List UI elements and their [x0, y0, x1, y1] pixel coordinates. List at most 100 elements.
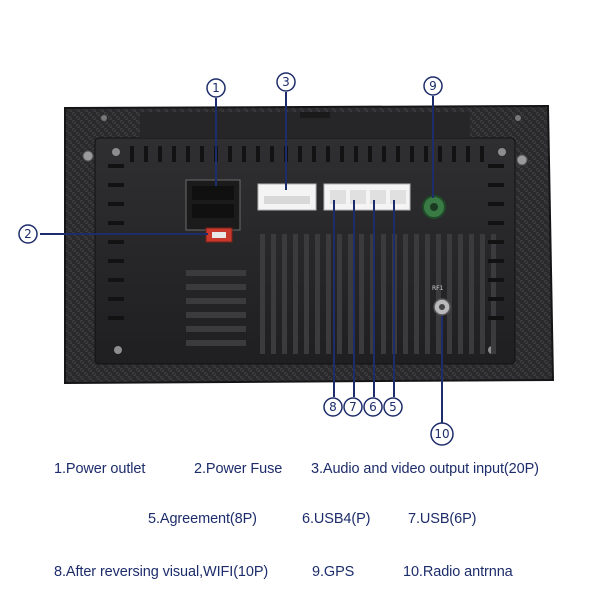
legend-item-8: 8.After reversing visual,WIFI(10P): [54, 564, 269, 580]
heatsink-fin: [381, 234, 386, 354]
gps-connector: [422, 195, 446, 219]
heatsink-fin: [436, 234, 441, 354]
vent-slot: [186, 146, 190, 162]
legend-row-3: 8.After reversing visual,WIFI(10P) 9.GPS…: [0, 564, 600, 588]
vent-slot: [488, 202, 504, 206]
vent-slot: [242, 146, 246, 162]
callout-1: 1: [212, 81, 220, 95]
vent-slot: [396, 146, 400, 162]
vent-slot: [172, 146, 176, 162]
heatsink-fin: [186, 298, 246, 304]
vent-slot: [488, 164, 504, 168]
callout-5: 5: [389, 400, 397, 414]
vent-slot: [228, 146, 232, 162]
callout-circles: [18, 72, 454, 446]
vent-slot: [368, 146, 372, 162]
heatsink-fin: [458, 234, 463, 354]
heatsink-fin: [425, 234, 430, 354]
vent-slot: [488, 297, 504, 301]
legend-item-2: 2.Power Fuse: [194, 461, 283, 477]
power-fuse: [205, 227, 233, 243]
vent-slot: [452, 146, 456, 162]
multi-connector-block: [323, 183, 411, 211]
vent-slot: [410, 146, 414, 162]
vent-slot: [488, 221, 504, 225]
vent-slot: [488, 278, 504, 282]
vent-slots: [108, 146, 504, 320]
vent-slot: [488, 259, 504, 263]
callout-3: 3: [282, 75, 290, 89]
legend-item-7: 7.USB(6P): [408, 511, 477, 527]
vent-slot: [158, 146, 162, 162]
heatsink-fin: [282, 234, 287, 354]
vent-slot: [424, 146, 428, 162]
power-outlet-connector: [185, 179, 241, 231]
legend-item-10: 10.Radio antrnna: [403, 564, 513, 580]
heatsink-fin: [326, 234, 331, 354]
callout-9: 9: [429, 79, 437, 93]
heatsink-fin: [414, 234, 419, 354]
vent-slot: [298, 146, 302, 162]
vent-slot: [108, 183, 124, 187]
callout-7: 7: [349, 400, 357, 414]
callout-10: 10: [434, 427, 449, 441]
vent-slot: [256, 146, 260, 162]
heatsink-fin: [186, 326, 246, 332]
leader-lines: [40, 92, 443, 423]
legend-item-5: 5.Agreement(8P): [148, 511, 257, 527]
heatsink-fin: [469, 234, 474, 354]
vent-slot: [108, 297, 124, 301]
vent-slot: [108, 278, 124, 282]
device-label: RF1: [432, 285, 444, 292]
screw-icon: [82, 115, 528, 354]
legend-item-9: 9.GPS: [312, 564, 355, 580]
radio-antenna-connector: RF1: [432, 285, 451, 316]
vent-slot: [326, 146, 330, 162]
vent-slot: [354, 146, 358, 162]
heatsink-fin: [480, 234, 485, 354]
heatsink-fin: [260, 234, 265, 354]
heatsink-fin: [271, 234, 276, 354]
vent-slot: [108, 164, 124, 168]
vent-slot: [130, 146, 134, 162]
vent-slot: [480, 146, 484, 162]
legend-row-2: 5.Agreement(8P) 6.USB4(P) 7.USB(6P): [0, 511, 600, 535]
vent-slot: [108, 240, 124, 244]
vent-slot: [108, 316, 124, 320]
vent-slot: [108, 202, 124, 206]
vent-slot: [466, 146, 470, 162]
vent-slot: [270, 146, 274, 162]
vent-slot: [488, 183, 504, 187]
vent-slot: [144, 146, 148, 162]
vent-slot: [108, 259, 124, 263]
heatsink-fin: [186, 312, 246, 318]
heatsink-fin: [403, 234, 408, 354]
heatsink-fin: [293, 234, 298, 354]
legend-item-6: 6.USB4(P): [302, 511, 371, 527]
vent-slot: [488, 316, 504, 320]
heatsink-fin: [447, 234, 452, 354]
legend-item-1: 1.Power outlet: [54, 461, 146, 477]
heatsink-fin: [491, 234, 496, 354]
vent-slot: [340, 146, 344, 162]
heatsink-fin: [315, 234, 320, 354]
heatsink-fin: [348, 234, 353, 354]
vent-slot: [438, 146, 442, 162]
vent-slot: [108, 221, 124, 225]
callout-6: 6: [369, 400, 377, 414]
vent-slot: [382, 146, 386, 162]
heatsink-fin: [186, 340, 246, 346]
vent-slot: [488, 240, 504, 244]
heatsink-fin: [337, 234, 342, 354]
heatsink-fin: [359, 234, 364, 354]
heatsink-fin: [304, 234, 309, 354]
callout-8: 8: [329, 400, 337, 414]
callout-2: 2: [24, 227, 32, 241]
legend-item-3: 3.Audio and video output input(20P): [311, 461, 539, 477]
vent-slot: [312, 146, 316, 162]
vent-slot: [200, 146, 204, 162]
heatsink-fin: [370, 234, 375, 354]
legend-row-1: 1.Power outlet 2.Power Fuse 3.Audio and …: [0, 461, 600, 485]
